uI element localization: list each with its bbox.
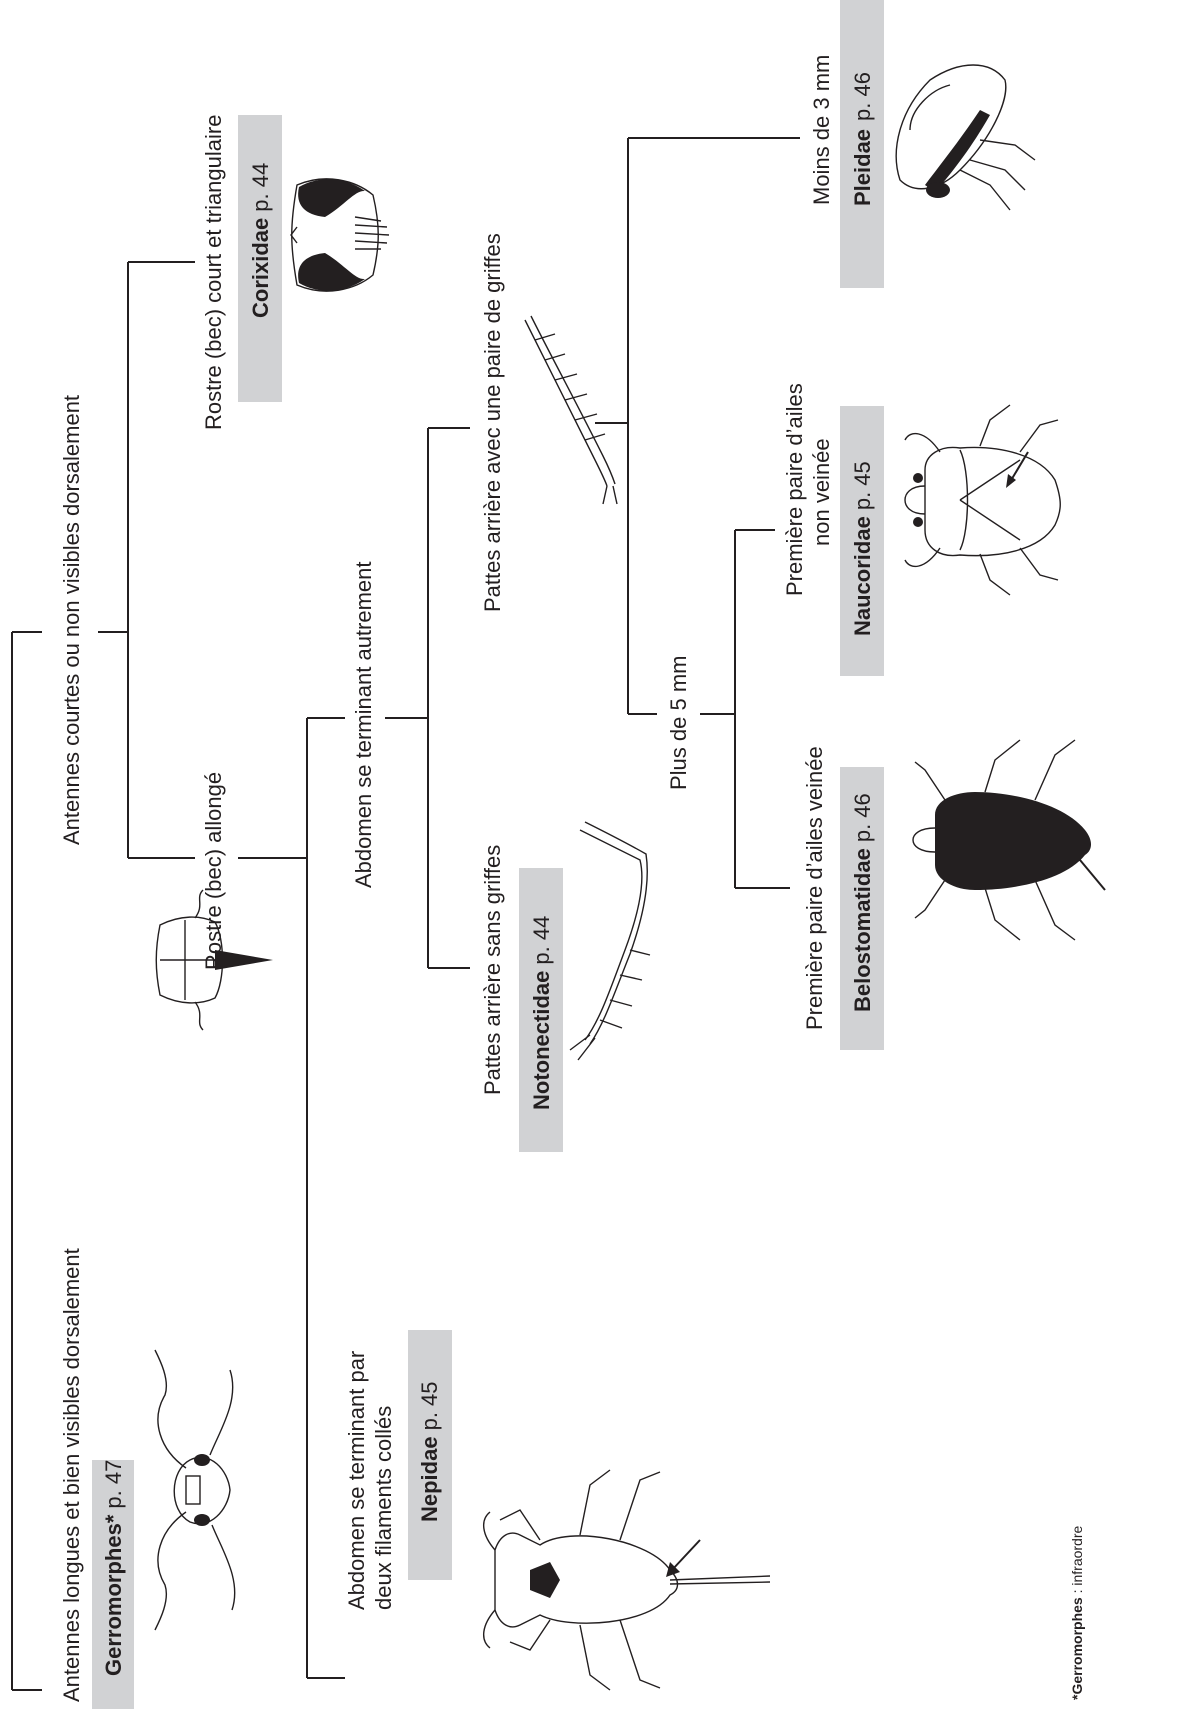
label-abdomen-filaments-line2: deux filaments collés — [371, 1406, 396, 1610]
corixidae-head-icon — [290, 178, 390, 292]
label-abdomen-other: Abdomen se terminant autrement — [351, 561, 376, 888]
footnote: *Gerromorphes : infraordre — [1069, 1525, 1085, 1700]
label-rostrum-long: Rostre (bec) allongé — [201, 772, 226, 970]
belostomatidae-body-icon — [912, 739, 1106, 941]
taxon-page: p. 47 — [101, 1460, 126, 1509]
naucoridae-box — [840, 406, 884, 676]
taxon-name: Gerromorphes* — [101, 1514, 126, 1676]
gerromorphes-box — [92, 1460, 134, 1714]
label-rostrum-short: Rostre (bec) court et triangulaire — [201, 115, 226, 430]
belostomatidae-box — [840, 767, 884, 1050]
label-wings-unveined-line1: Première paire d’ailes — [782, 383, 807, 596]
taxon-corixidae: Corixidae p. 44 — [248, 163, 273, 318]
taxon-naucoridae: Naucoridae p. 45 — [850, 461, 875, 636]
taxon-page: p. 46 — [850, 72, 875, 121]
notonectidae-hindleg-icon — [569, 821, 651, 1061]
branch-labels: Antennes longues et bien visibles dorsal… — [59, 55, 834, 1702]
taxon-page: p. 44 — [248, 163, 273, 212]
taxon-name: Corixidae — [248, 218, 273, 318]
label-hindleg-no-claws: Pattes arrière sans griffes — [480, 845, 505, 1095]
taxon-name: Notonectidae — [529, 971, 554, 1110]
notonectidae-box — [519, 868, 563, 1152]
taxon-belostomatidae: Belostomatidae p. 46 — [850, 793, 875, 1012]
taxon-boxes — [92, 0, 884, 1714]
footnote-term: *Gerromorphes — [1069, 1597, 1085, 1700]
taxon-nepidae: Nepidae p. 45 — [417, 1381, 442, 1522]
taxon-page: p. 46 — [850, 793, 875, 842]
label-antennae-short: Antennes courtes ou non visibles dorsale… — [59, 395, 84, 845]
taxon-page: p. 44 — [529, 916, 554, 965]
nepidae-box — [408, 1330, 452, 1580]
taxon-pleidae: Pleidae p. 46 — [850, 72, 875, 206]
label-hindleg-claws: Pattes arrière avec une paire de griffes — [480, 233, 505, 612]
label-antennae-long: Antennes longues et bien visibles dorsal… — [59, 1248, 84, 1702]
nepidae-body-icon — [483, 1469, 771, 1691]
taxon-gerromorphes: Gerromorphes* p. 47 — [101, 1460, 126, 1676]
key-branch-lines — [11, 137, 800, 1691]
taxon-labels: Gerromorphes* p. 47 Corixidae p. 44 Nepida… — [101, 72, 875, 1676]
clawed-hindleg-icon — [524, 315, 618, 505]
rostrum-long-head-icon — [155, 889, 273, 1031]
gerromorpha-head-icon — [154, 1349, 236, 1631]
label-wings-unveined-line2: non veinée — [809, 438, 834, 546]
label-size-small: Moins de 3 mm — [809, 55, 834, 205]
taxon-name: Belostomatidae — [850, 848, 875, 1012]
footnote-definition: : infraordre — [1069, 1525, 1085, 1597]
nepidae-arrow-icon — [666, 1539, 701, 1577]
label-abdomen-filaments-line1: Abdomen se terminant par — [344, 1351, 369, 1610]
taxon-name: Nepidae — [417, 1436, 442, 1522]
label-size-large: Plus de 5 mm — [666, 656, 691, 791]
taxon-page: p. 45 — [417, 1381, 442, 1430]
taxon-name: Pleidae — [850, 129, 875, 206]
taxon-notonectidae: Notonectidae p. 44 — [529, 916, 554, 1110]
pleidae-box — [840, 0, 884, 288]
corixidae-box — [238, 115, 282, 402]
pleidae-body-icon — [895, 64, 1036, 211]
label-wings-veined: Première paire d’ailes veinée — [802, 746, 827, 1030]
naucoridae-body-icon — [904, 404, 1061, 596]
taxon-page: p. 45 — [850, 461, 875, 510]
taxon-name: Naucoridae — [850, 516, 875, 636]
